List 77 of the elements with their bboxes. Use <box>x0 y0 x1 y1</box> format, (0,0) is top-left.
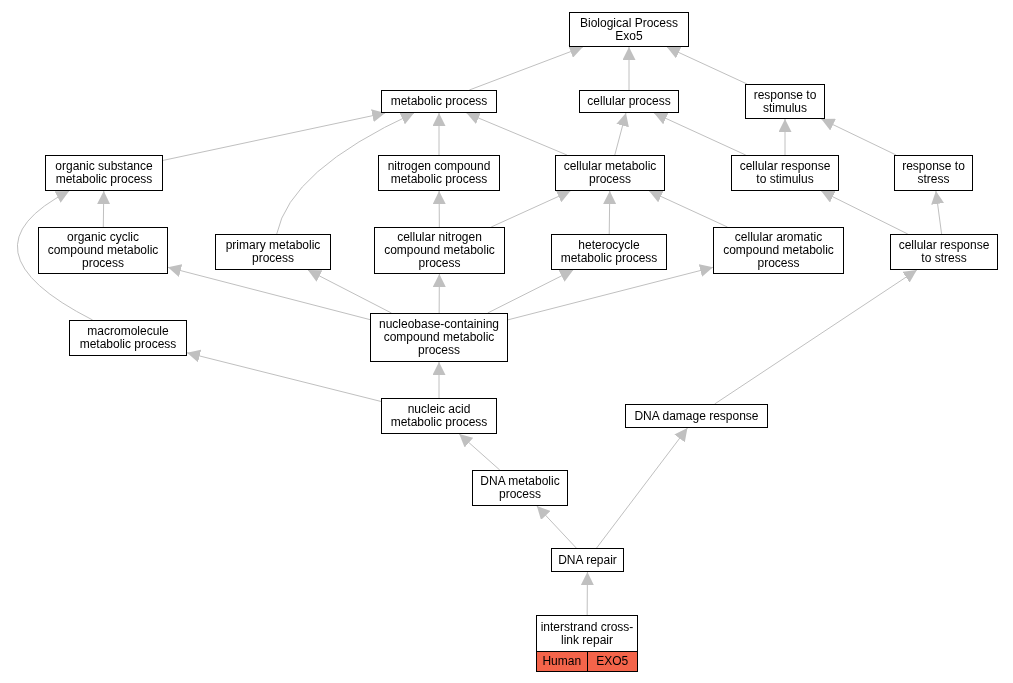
term-box <box>555 155 665 191</box>
gene-cell: EXO5 <box>586 652 637 671</box>
arrow <box>596 427 688 549</box>
term-label: metabolic process <box>389 95 489 108</box>
arrow <box>432 273 446 314</box>
arrow <box>666 46 748 85</box>
term-label: heterocycle metabolic process <box>559 239 659 265</box>
arrow <box>466 112 568 156</box>
arrow <box>97 190 111 228</box>
term-box <box>625 404 768 428</box>
term-label: organic cyclic compound metabolic process <box>46 231 160 270</box>
arrow <box>614 112 629 156</box>
term-box <box>536 615 638 672</box>
term-box <box>713 227 844 274</box>
term-box <box>890 234 998 270</box>
arrow <box>487 269 574 314</box>
term-label: DNA repair <box>557 553 618 567</box>
arrow <box>186 349 382 402</box>
term-label: organic substance metabolic process <box>54 160 154 186</box>
arrow <box>162 109 386 161</box>
arrow <box>778 118 792 156</box>
term-label: cellular process <box>586 95 672 108</box>
term-label: nucleobase-containing compound metabolic process <box>377 318 501 357</box>
term-box <box>381 90 497 113</box>
arrow <box>167 264 371 321</box>
term-label: cellular metabolic process <box>562 160 658 186</box>
arrow <box>432 112 446 156</box>
term-label: response to stimulus <box>752 88 818 115</box>
term-label: nitrogen compound metabolic process <box>386 160 492 186</box>
arrow <box>648 190 728 228</box>
arrow <box>653 112 747 156</box>
term-box <box>894 155 973 191</box>
arrow <box>468 45 584 91</box>
arrow <box>490 190 571 228</box>
term-label: nucleic acid metabolic process <box>389 403 489 429</box>
term-box <box>472 470 568 506</box>
term-box <box>731 155 839 191</box>
term-box <box>215 234 331 270</box>
arrow <box>276 112 415 235</box>
term-box <box>579 90 679 113</box>
term-box <box>370 313 508 362</box>
arrow <box>536 505 577 549</box>
term-label: DNA metabolic process <box>479 475 561 501</box>
arrow <box>17 190 94 321</box>
term-label: primary metabolic process <box>224 239 322 265</box>
arrow <box>507 264 714 321</box>
term-label: Biological Process Exo5 <box>578 16 679 43</box>
arrow <box>820 190 909 235</box>
term-label: cellular response to stimulus <box>738 160 832 186</box>
term-box <box>45 155 163 191</box>
arrow <box>714 269 918 405</box>
term-box <box>38 227 168 274</box>
arrow <box>580 571 594 616</box>
term-box <box>374 227 505 274</box>
term-box <box>551 548 624 572</box>
term-label: cellular response to stress <box>897 239 991 265</box>
term-box <box>745 84 825 119</box>
term-label: cellular nitrogen compound metabolic process <box>383 231 496 270</box>
term-label: macromolecule metabolic process <box>78 325 178 351</box>
term-label: cellular aromatic compound metabolic process <box>722 231 835 270</box>
arrow <box>622 46 636 91</box>
arrow <box>432 190 446 228</box>
arrow <box>931 190 945 235</box>
arrow <box>432 361 446 399</box>
arrow <box>603 190 617 235</box>
arrow <box>820 118 897 156</box>
term-box <box>551 234 667 270</box>
term-box <box>69 320 187 356</box>
arrow <box>307 269 392 314</box>
term-box <box>378 155 500 191</box>
term-label: DNA damage response <box>633 409 760 423</box>
term-box <box>569 12 689 47</box>
term-box <box>381 398 497 434</box>
term-label: interstrand cross-link repair <box>539 618 635 649</box>
term-label: response to stress <box>901 160 966 186</box>
arrow <box>458 433 501 471</box>
species-cell: Human <box>537 652 587 671</box>
